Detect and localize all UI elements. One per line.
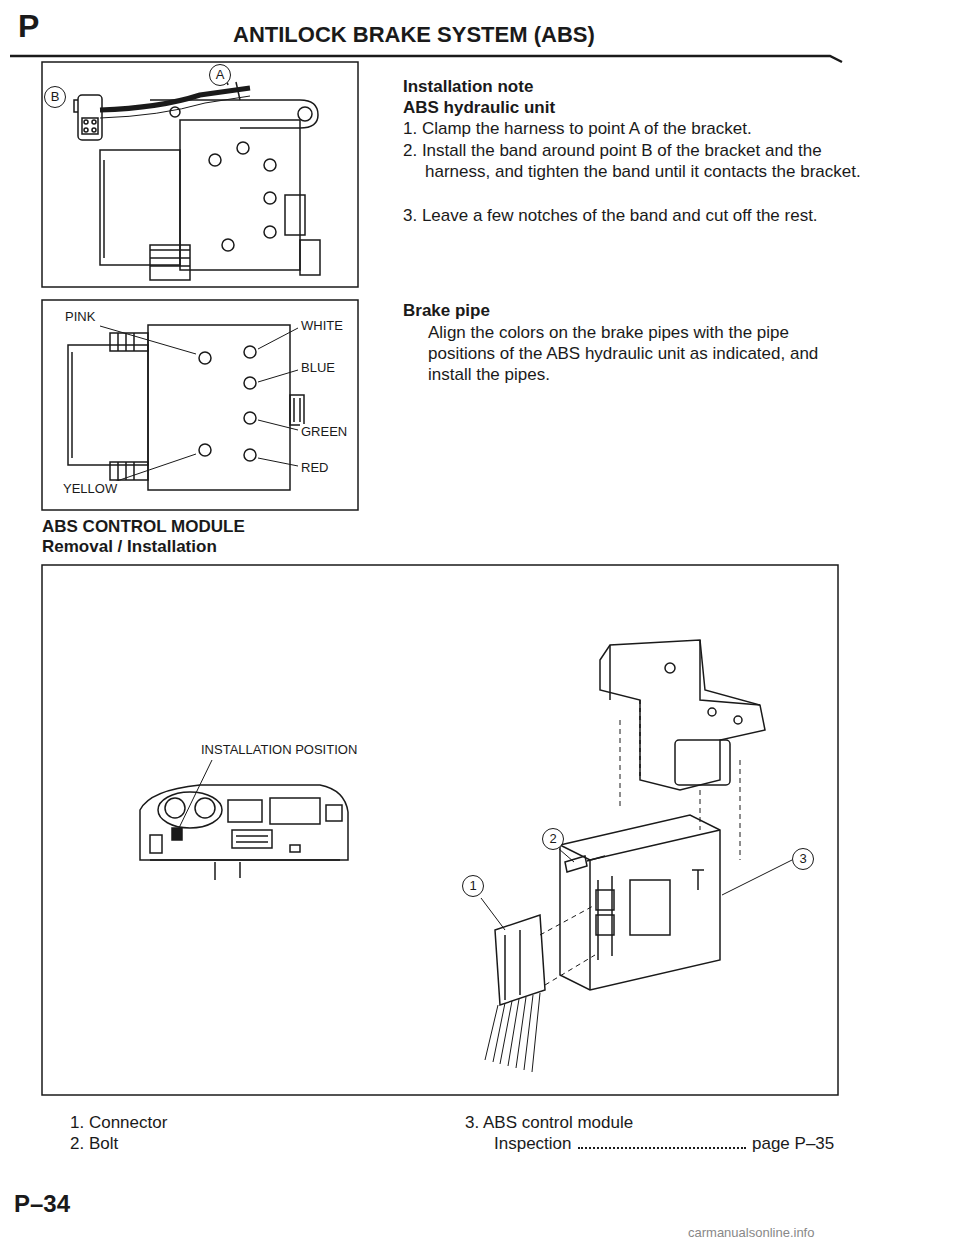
section-heading: Installation note: [403, 76, 533, 97]
page-number: P–34: [14, 1190, 70, 1218]
dot-leader: [578, 1147, 747, 1149]
callout-letter: A: [209, 64, 231, 86]
pipe-color: WHITE: [300, 318, 344, 334]
pipe-color: RED: [300, 460, 329, 476]
sub-heading: Removal / Installation: [42, 536, 217, 557]
pipe-color: PINK: [64, 309, 96, 325]
callout-letter: B: [44, 86, 66, 108]
section-letter: P: [18, 8, 39, 44]
page-title: ANTILOCK BRAKE SYSTEM (ABS): [233, 22, 595, 48]
pipe-color: YELLOW: [62, 481, 118, 497]
section-heading: ABS CONTROL MODULE: [42, 516, 245, 537]
watermark: carmanualsonline.info: [688, 1222, 814, 1242]
callout-number: 3: [792, 848, 814, 870]
step-text: 1. Clamp the harness to point A of the b…: [403, 118, 865, 139]
callout-number: 1: [462, 875, 484, 897]
page-reference: page P–35: [752, 1133, 834, 1154]
part-name: 1. Connector: [70, 1112, 167, 1133]
pipe-color: GREEN: [300, 424, 348, 440]
instruction-text: Align the colors on the brake pipes with…: [428, 322, 840, 385]
figure-note: INSTALLATION POSITION: [200, 742, 358, 758]
sub-heading: ABS hydraulic unit: [403, 97, 555, 118]
sub-heading: Brake pipe: [403, 300, 490, 321]
callout-number: 2: [542, 828, 564, 850]
part-name: 3. ABS control module: [465, 1112, 633, 1133]
reference-text: Inspection: [494, 1133, 572, 1154]
step-text: 3. Leave a few notches of the band and c…: [403, 205, 865, 226]
step-text: 2. Install the band around point B of th…: [403, 140, 865, 182]
pipe-color: BLUE: [300, 360, 336, 376]
part-name: 2. Bolt: [70, 1133, 118, 1154]
